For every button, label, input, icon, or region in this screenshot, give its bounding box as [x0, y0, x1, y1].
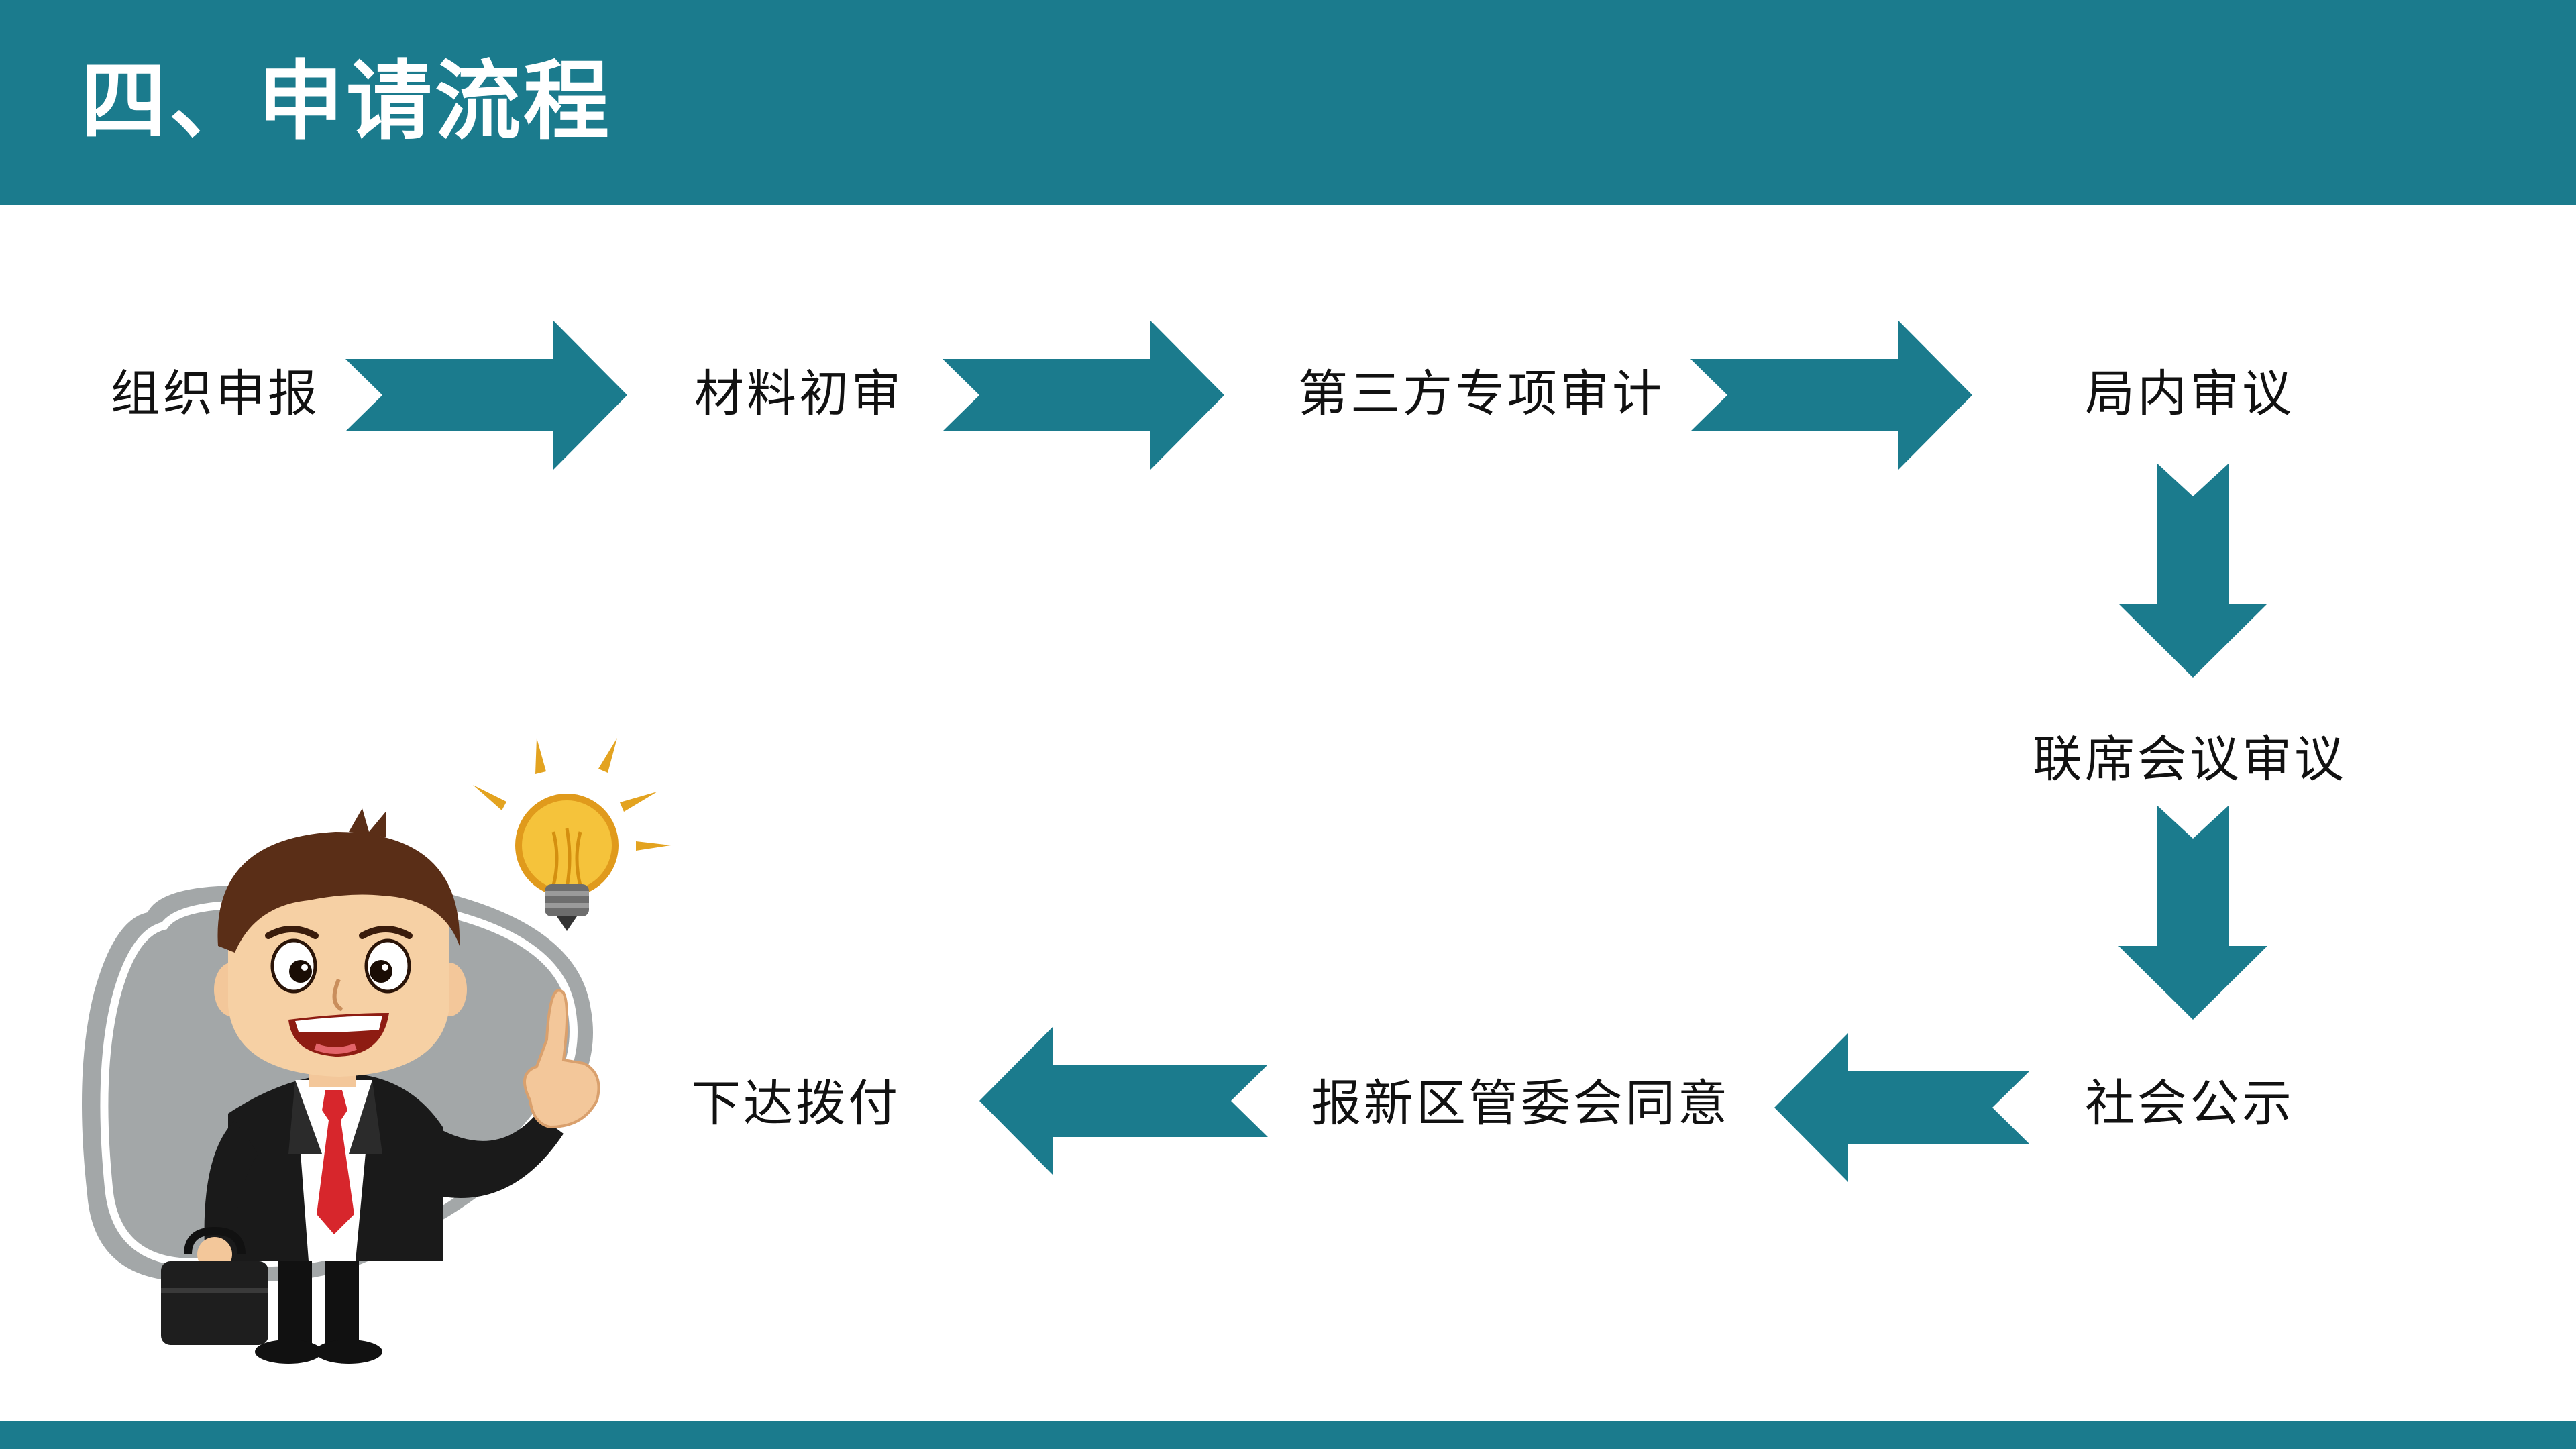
step-material-review: 材料初审	[694, 365, 904, 423]
businessman-illustration	[67, 724, 684, 1371]
arrow-left-icon	[1774, 1033, 2029, 1182]
arrow-right-icon	[1690, 321, 1972, 470]
arrow-left-icon	[979, 1026, 1268, 1175]
step-internal-review: 局内审议	[2085, 365, 2294, 423]
step-third-party-audit: 第三方专项审计	[1298, 365, 1664, 423]
step-organize-application: 组织申报	[111, 365, 320, 423]
step-joint-meeting-review: 联席会议审议	[2033, 731, 2347, 788]
step-committee-approval: 报新区管委会同意	[1311, 1075, 1730, 1132]
page-title: 四、申请流程	[80, 52, 612, 152]
step-issue-funding: 下达拨付	[691, 1075, 900, 1132]
header-bar: 四、申请流程	[0, 0, 2576, 205]
arrow-down-icon	[2118, 463, 2267, 678]
step-public-notice: 社会公示	[2085, 1075, 2294, 1132]
businessman-head	[214, 808, 467, 1077]
footer-bar	[0, 1421, 2576, 1449]
briefcase-icon	[161, 1226, 268, 1345]
red-tie	[317, 1090, 354, 1234]
arrow-right-icon	[943, 321, 1224, 470]
lightbulb-icon	[515, 794, 619, 931]
arrow-right-icon	[345, 321, 627, 470]
arrow-down-icon	[2118, 805, 2267, 1020]
